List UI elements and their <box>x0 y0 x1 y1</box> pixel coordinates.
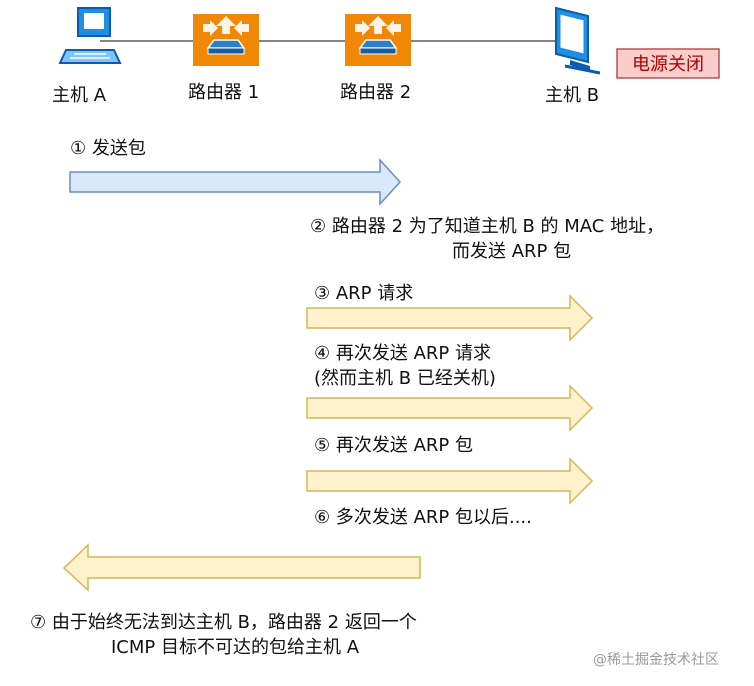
step-4-line-1: ④ 再次发送 ARP 请求 <box>314 343 491 364</box>
host-a-label: 主机 A <box>52 85 107 106</box>
step-4-line-2: (然而主机 B 已经关机) <box>314 368 496 389</box>
arrow-right-icon <box>69 158 402 206</box>
step-2-line-2: 而发送 ARP 包 <box>452 241 571 262</box>
arrow-right-icon <box>306 457 594 505</box>
step-5-label: ⑤ 再次发送 ARP 包 <box>314 435 473 456</box>
arrow-left-icon <box>62 543 421 592</box>
step-7-line-2: ICMP 目标不可达的包给主机 A <box>111 637 360 658</box>
monitor-icon <box>555 6 601 75</box>
step-3-label: ③ ARP 请求 <box>314 283 413 304</box>
router-2-label: 路由器 2 <box>340 82 411 103</box>
power-off-badge: 电源关闭 <box>616 48 720 79</box>
arrow-right-icon <box>306 384 594 432</box>
step-6-label: ⑥ 多次发送 ARP 包以后.... <box>314 507 532 528</box>
router-icon <box>193 14 259 66</box>
router-1-label: 路由器 1 <box>188 82 259 103</box>
watermark-text: @稀土掘金技术社区 <box>593 652 719 668</box>
host-b-label: 主机 B <box>545 85 599 106</box>
step-7-line-1: ⑦ 由于始终无法到达主机 B，路由器 2 返回一个 <box>30 612 417 633</box>
step-1-label: ① 发送包 <box>70 138 146 159</box>
computer-icon <box>58 7 122 64</box>
arrow-right-icon <box>306 294 594 342</box>
step-2-line-1: ② 路由器 2 为了知道主机 B 的 MAC 地址， <box>310 216 664 237</box>
power-off-label: 电源关闭 <box>632 54 704 75</box>
router-icon <box>345 14 411 66</box>
